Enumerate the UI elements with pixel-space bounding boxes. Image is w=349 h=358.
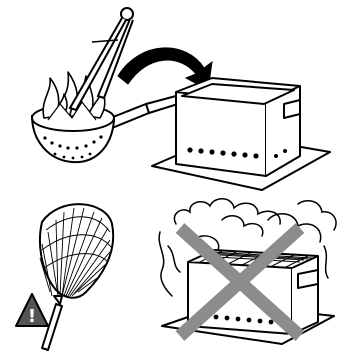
warning-symbol: ! (28, 306, 36, 327)
tongs-icon (70, 8, 133, 110)
warning-triangle-icon: ! (16, 294, 48, 327)
charcoal-grill-icon (152, 78, 330, 190)
hand-fan-icon (40, 204, 113, 350)
flame-icon (43, 72, 105, 120)
